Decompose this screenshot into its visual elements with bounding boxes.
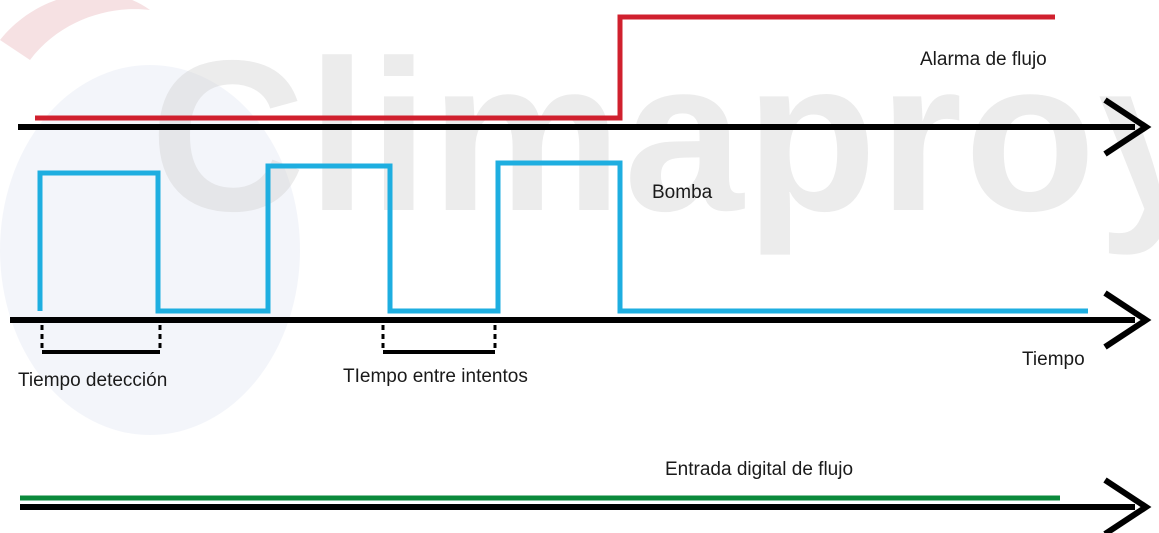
watermark-swoosh <box>0 0 150 60</box>
detection-time-marker <box>40 325 162 354</box>
watermark-text: Climaproyect <box>150 15 1159 256</box>
retry-time-marker <box>381 325 497 354</box>
alarm-label: Alarma de flujo <box>920 49 1047 70</box>
arrow-right-icon <box>1103 290 1152 350</box>
detection-time-label: Tiempo detección <box>18 370 167 391</box>
arrow-right-icon <box>1103 477 1152 533</box>
watermark-logo: Climaproyect <box>0 0 1159 435</box>
digital-input-label: Entrada digital de flujo <box>665 459 853 480</box>
pump-label: Bomba <box>652 182 713 203</box>
alarm-signal-line <box>35 14 1055 121</box>
retry-time-label: TIempo entre intentos <box>343 366 528 387</box>
arrow-right-icon <box>1103 97 1152 157</box>
pump-signal-line <box>37 160 1088 314</box>
time-label: Tiempo <box>1022 349 1085 370</box>
watermark-globe <box>0 65 300 435</box>
